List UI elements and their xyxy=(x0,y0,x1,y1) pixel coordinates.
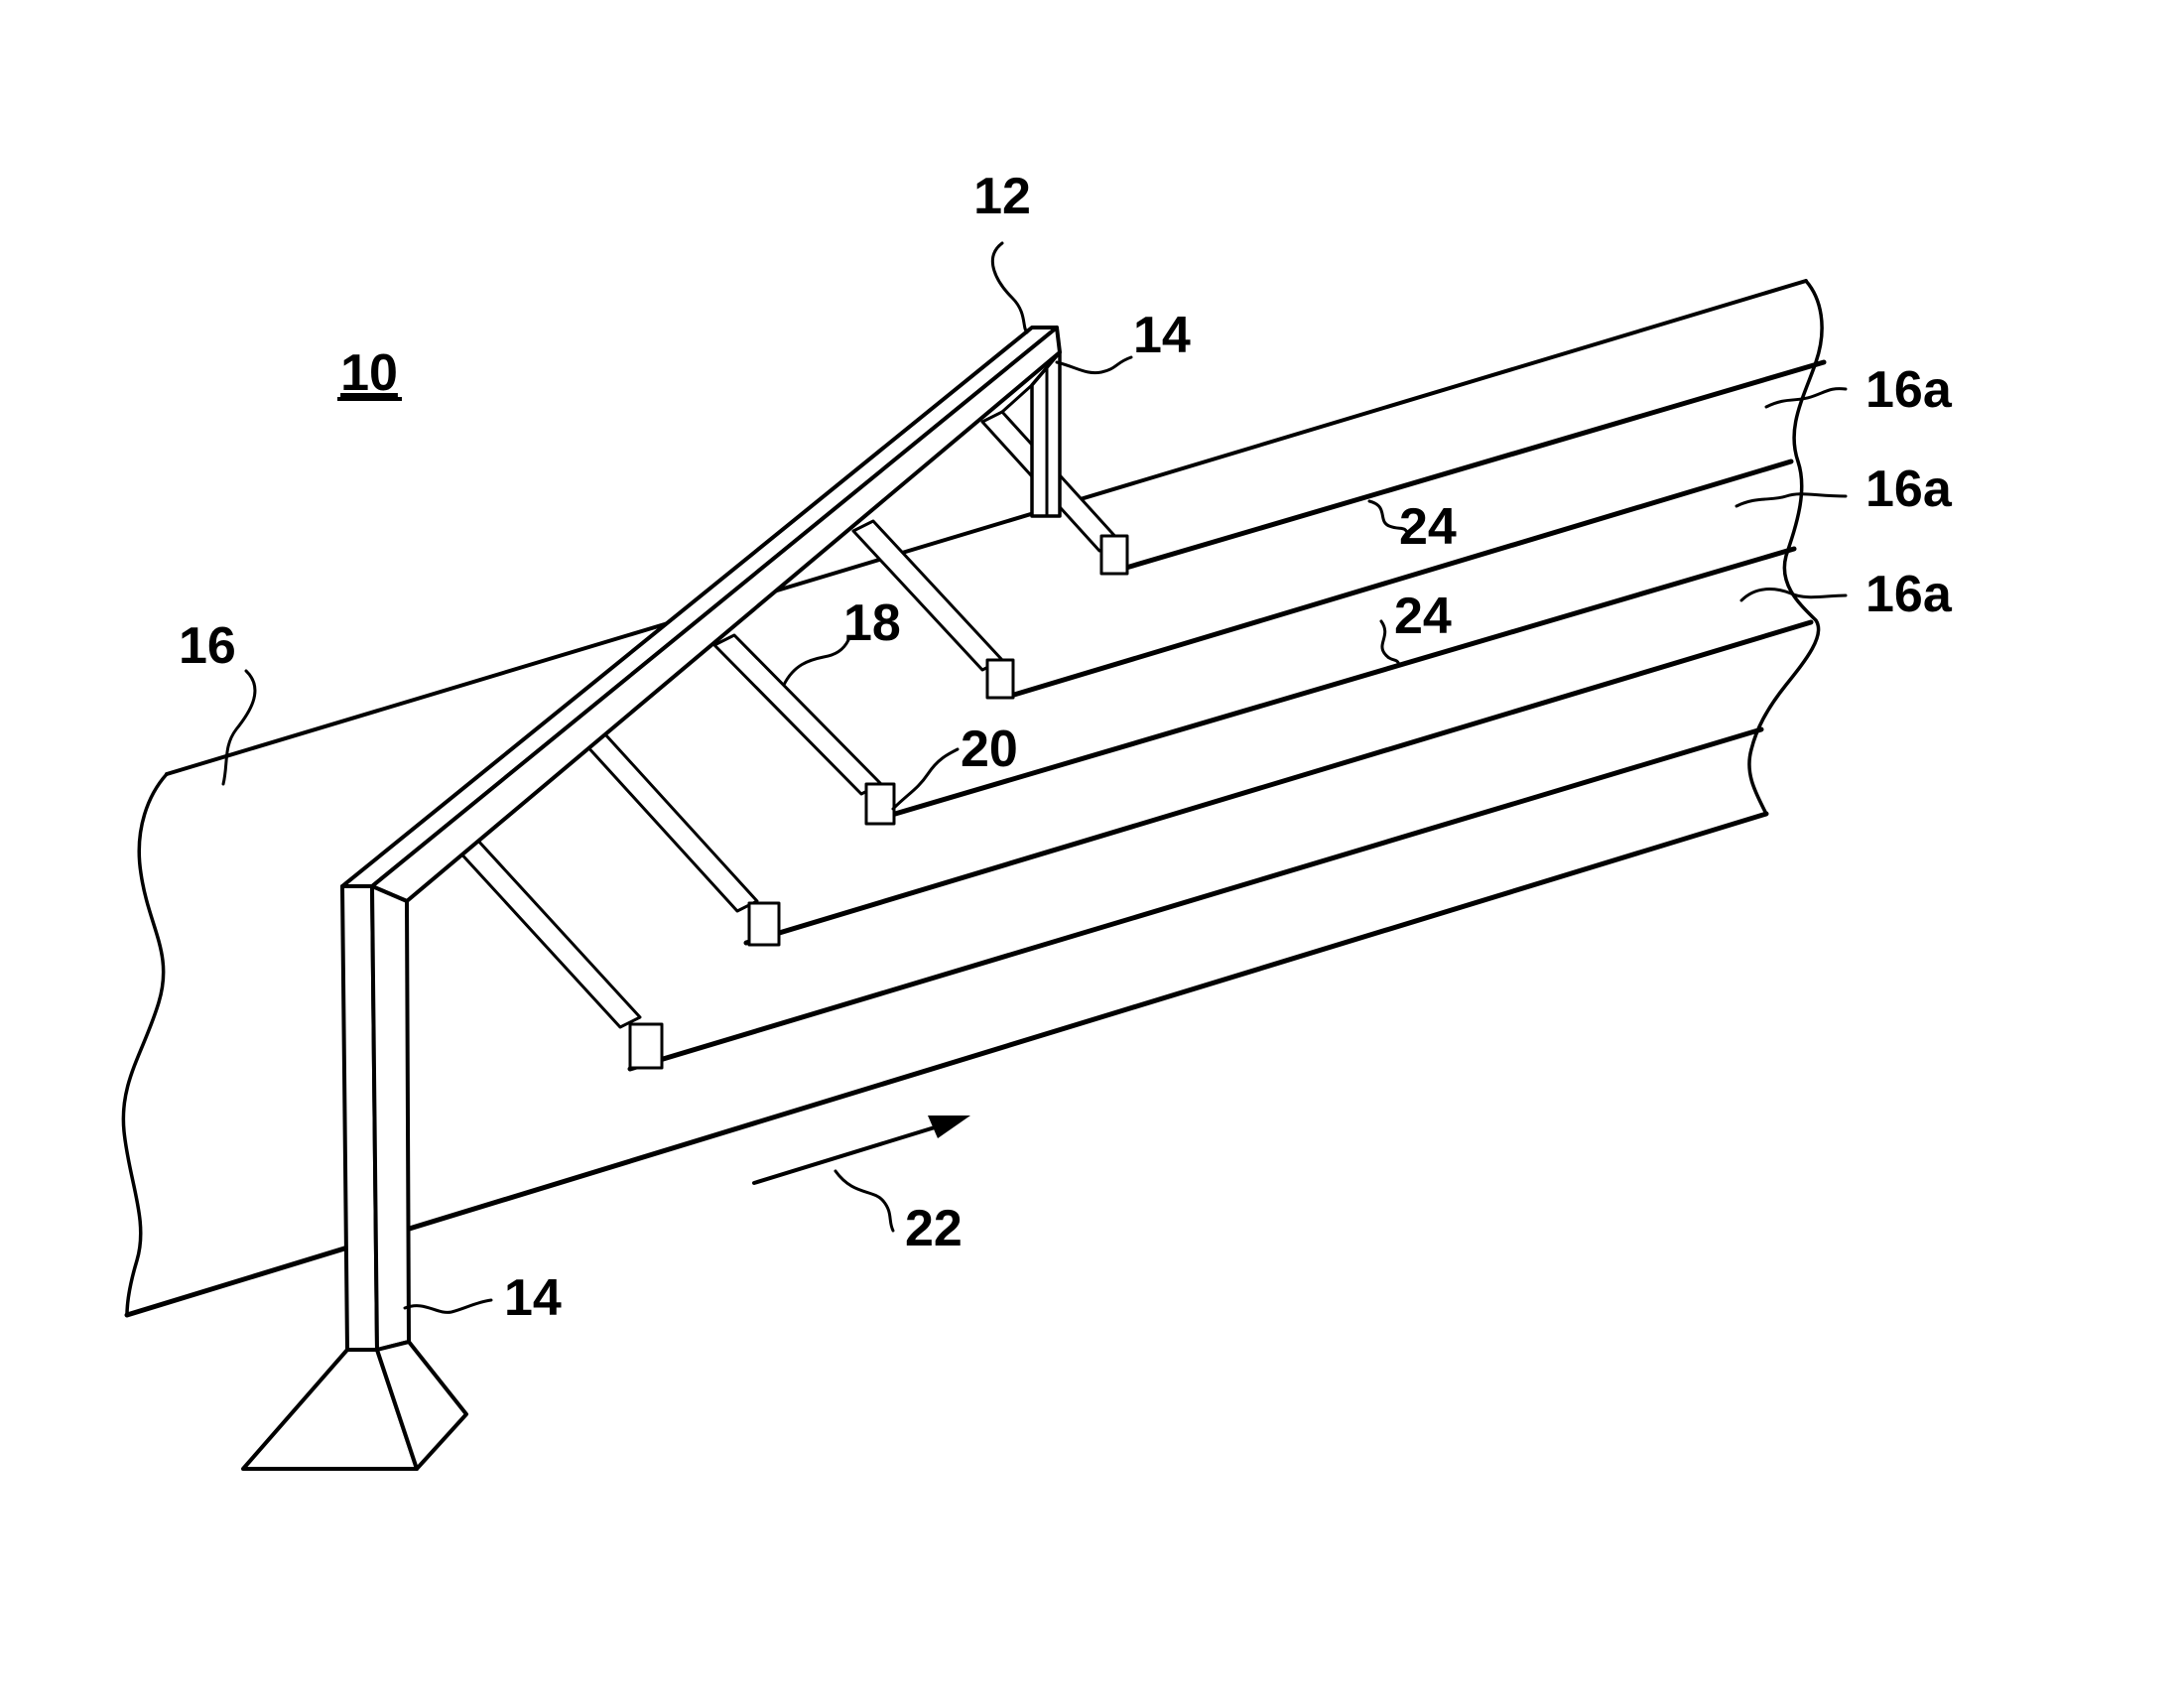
label-strip-1: 16a xyxy=(1865,361,1953,419)
blade xyxy=(987,660,1013,698)
leg-lower xyxy=(243,886,466,1469)
frame xyxy=(243,328,1060,1469)
label-direction: 22 xyxy=(905,1200,963,1257)
reference-labels: 12 14 10 16a 16a 16a 24 24 16 18 20 22 1… xyxy=(179,168,1953,1327)
label-leg-top: 14 xyxy=(1133,307,1191,364)
blade xyxy=(1101,536,1127,574)
label-arm: 18 xyxy=(843,594,901,652)
label-strip-2: 16a xyxy=(1865,460,1953,518)
label-leg-bottom: 14 xyxy=(504,1269,562,1327)
blade xyxy=(749,903,779,945)
arrowhead-icon xyxy=(928,1116,970,1138)
label-apparatus: 10 xyxy=(340,344,398,402)
arm xyxy=(585,734,779,945)
label-slit-2: 24 xyxy=(1394,588,1452,645)
label-web: 16 xyxy=(179,617,236,675)
blade xyxy=(866,784,894,824)
label-frame: 12 xyxy=(973,168,1031,225)
arm xyxy=(456,839,662,1068)
blade xyxy=(630,1024,662,1068)
label-strip-3: 16a xyxy=(1865,566,1953,623)
direction-arrow[interactable] xyxy=(754,1116,970,1183)
label-blade: 20 xyxy=(961,721,1018,778)
label-slit-1: 24 xyxy=(1399,498,1457,556)
